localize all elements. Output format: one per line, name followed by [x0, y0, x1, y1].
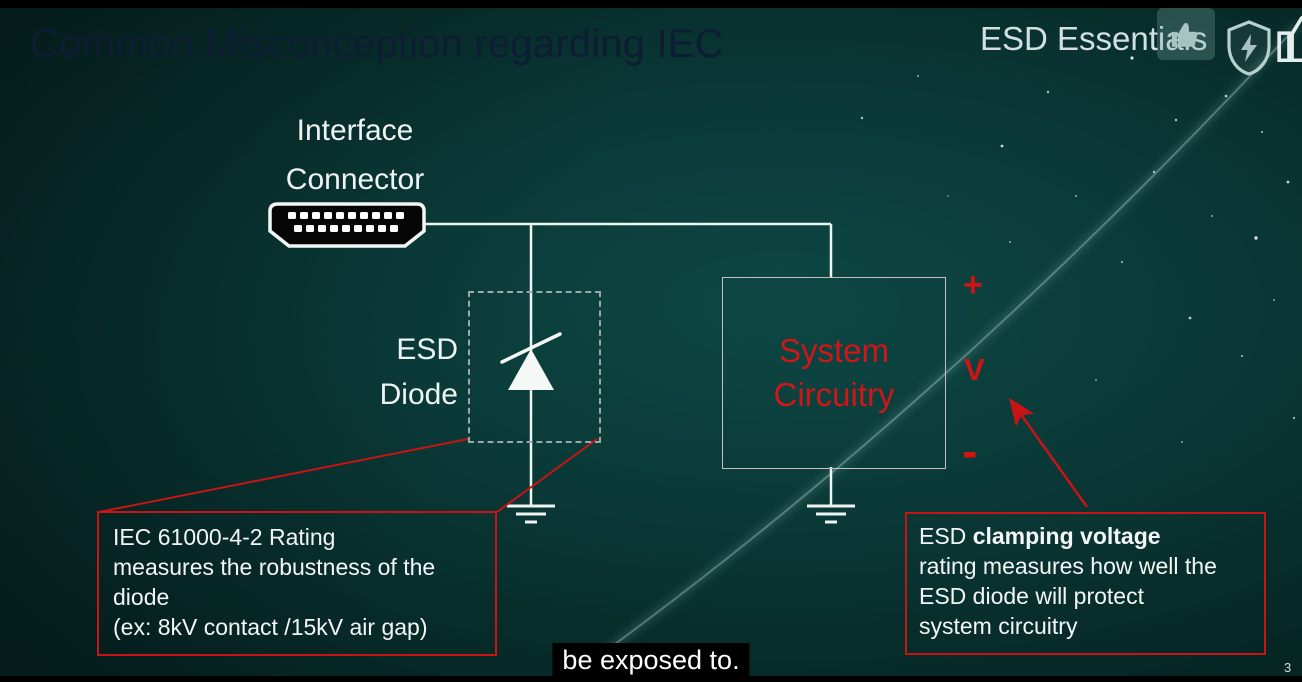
callout-pointer-lines [98, 438, 598, 513]
system-box-line2: Circuitry [773, 376, 895, 413]
hdmi-connector-icon [268, 202, 426, 248]
system-circuitry-box: System Circuitry [722, 277, 946, 469]
system-box-line1: System [778, 332, 890, 369]
light-streak [597, 22, 1301, 659]
callout-right-line1: ESD clamping voltage [919, 521, 1252, 551]
minus-symbol: - [962, 425, 978, 477]
voltage-symbol: V [964, 352, 985, 387]
letterbox-bottom [0, 676, 1302, 682]
thumbs-up-icon[interactable] [1157, 8, 1215, 60]
hand-icon[interactable] [1274, 6, 1302, 76]
page-title: Common Misconception regarding IEC [30, 22, 724, 66]
video-caption: be exposed to. [552, 643, 750, 678]
shield-glyph [1227, 20, 1271, 76]
interface-connector-label: Interface Connector [250, 106, 460, 204]
iec-rating-callout: IEC 61000-4-2 Rating measures the robust… [97, 511, 497, 656]
esd-diode-label: ESD Diode [338, 327, 458, 417]
brand-title: ESD Essentials [980, 20, 1208, 57]
letterbox-top [0, 0, 1302, 8]
star-dots [860, 56, 1296, 443]
callout-left-line4: (ex: 8kV contact /15kV air gap) [113, 614, 428, 640]
thumbs-up-glyph [1171, 22, 1198, 47]
clamping-voltage-callout: ESD clamping voltage rating measures how… [905, 512, 1266, 655]
callout-left-line2: measures the robustness of the [113, 554, 436, 580]
callout-right-line2: rating measures how well the [919, 553, 1217, 579]
ground-symbol-left [507, 504, 555, 524]
callout-right-line3: ESD diode will protect [919, 583, 1144, 609]
clamping-arrow [1009, 397, 1089, 508]
callout-right-line4: system circuitry [919, 613, 1078, 639]
shield-icon [1225, 18, 1273, 78]
callout-left-line1: IEC 61000-4-2 Rating [113, 524, 336, 550]
plus-symbol: + [963, 266, 983, 304]
diode-label-line2: Diode [379, 378, 458, 411]
hdmi-pins [288, 212, 404, 232]
esd-diode-symbol [500, 332, 562, 390]
page-number: 3 [1284, 660, 1292, 675]
diode-highlight-box [468, 291, 601, 443]
callout-right-line1-regular: ESD [919, 523, 973, 549]
signal-wires [424, 222, 833, 506]
connector-label-line1: Interface [296, 114, 414, 147]
diode-label-line1: ESD [396, 333, 458, 366]
ground-symbol-right [807, 504, 855, 524]
callout-left-line3: diode [113, 584, 170, 610]
connector-label-line2: Connector [285, 163, 425, 196]
hand-glyph [1277, 15, 1302, 63]
callout-right-line1-bold: clamping voltage [972, 523, 1161, 549]
